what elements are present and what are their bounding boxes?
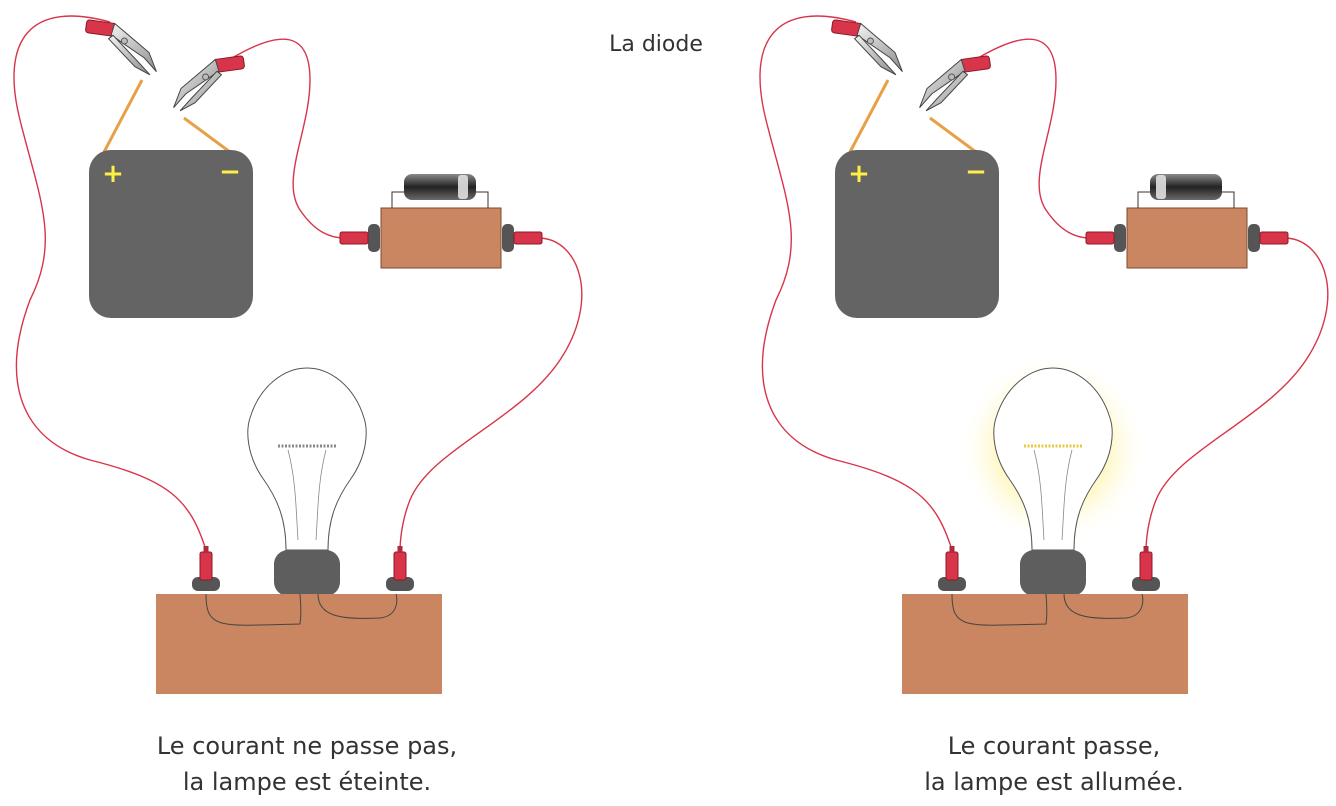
wire-right-minus <box>977 38 1091 239</box>
battery-minus-sign: − <box>965 157 987 187</box>
battery-minus-sign: − <box>219 157 241 187</box>
caption-right-line2: la lampe est allumée. <box>924 768 1184 796</box>
caption-right: Le courant passe, la lampe est allumée. <box>844 728 1264 800</box>
clip-minus <box>913 55 996 113</box>
wire-right-return <box>1145 237 1329 553</box>
lamp-off <box>247 367 367 596</box>
clip-plus <box>80 19 163 77</box>
caption-left: Le courant ne passe pas, la lampe est ét… <box>97 728 517 800</box>
diode-box <box>1085 174 1289 269</box>
page-title: La diode <box>609 32 703 57</box>
battery <box>835 150 999 318</box>
lamp-board <box>156 594 442 694</box>
caption-right-line1: Le courant passe, <box>947 732 1161 760</box>
wire-right-plus <box>759 15 953 551</box>
circuit-left: + − <box>13 15 583 694</box>
wire-left-plus <box>13 15 207 551</box>
clip-minus <box>167 55 250 113</box>
lamp-on <box>957 354 1149 596</box>
battery-plus-sign: + <box>848 159 870 189</box>
caption-left-line1: Le courant ne passe pas, <box>156 732 458 760</box>
wire-left-minus <box>231 38 346 239</box>
diode-component <box>1150 174 1222 200</box>
caption-left-line2: la lampe est éteinte. <box>182 768 432 796</box>
clip-plus <box>826 19 909 77</box>
battery <box>89 150 253 318</box>
lamp-board <box>902 594 1188 694</box>
battery-plus-sign: + <box>102 159 124 189</box>
wire-left-return <box>399 237 583 553</box>
diode-box <box>339 174 543 269</box>
circuit-right: + − <box>759 15 1329 694</box>
